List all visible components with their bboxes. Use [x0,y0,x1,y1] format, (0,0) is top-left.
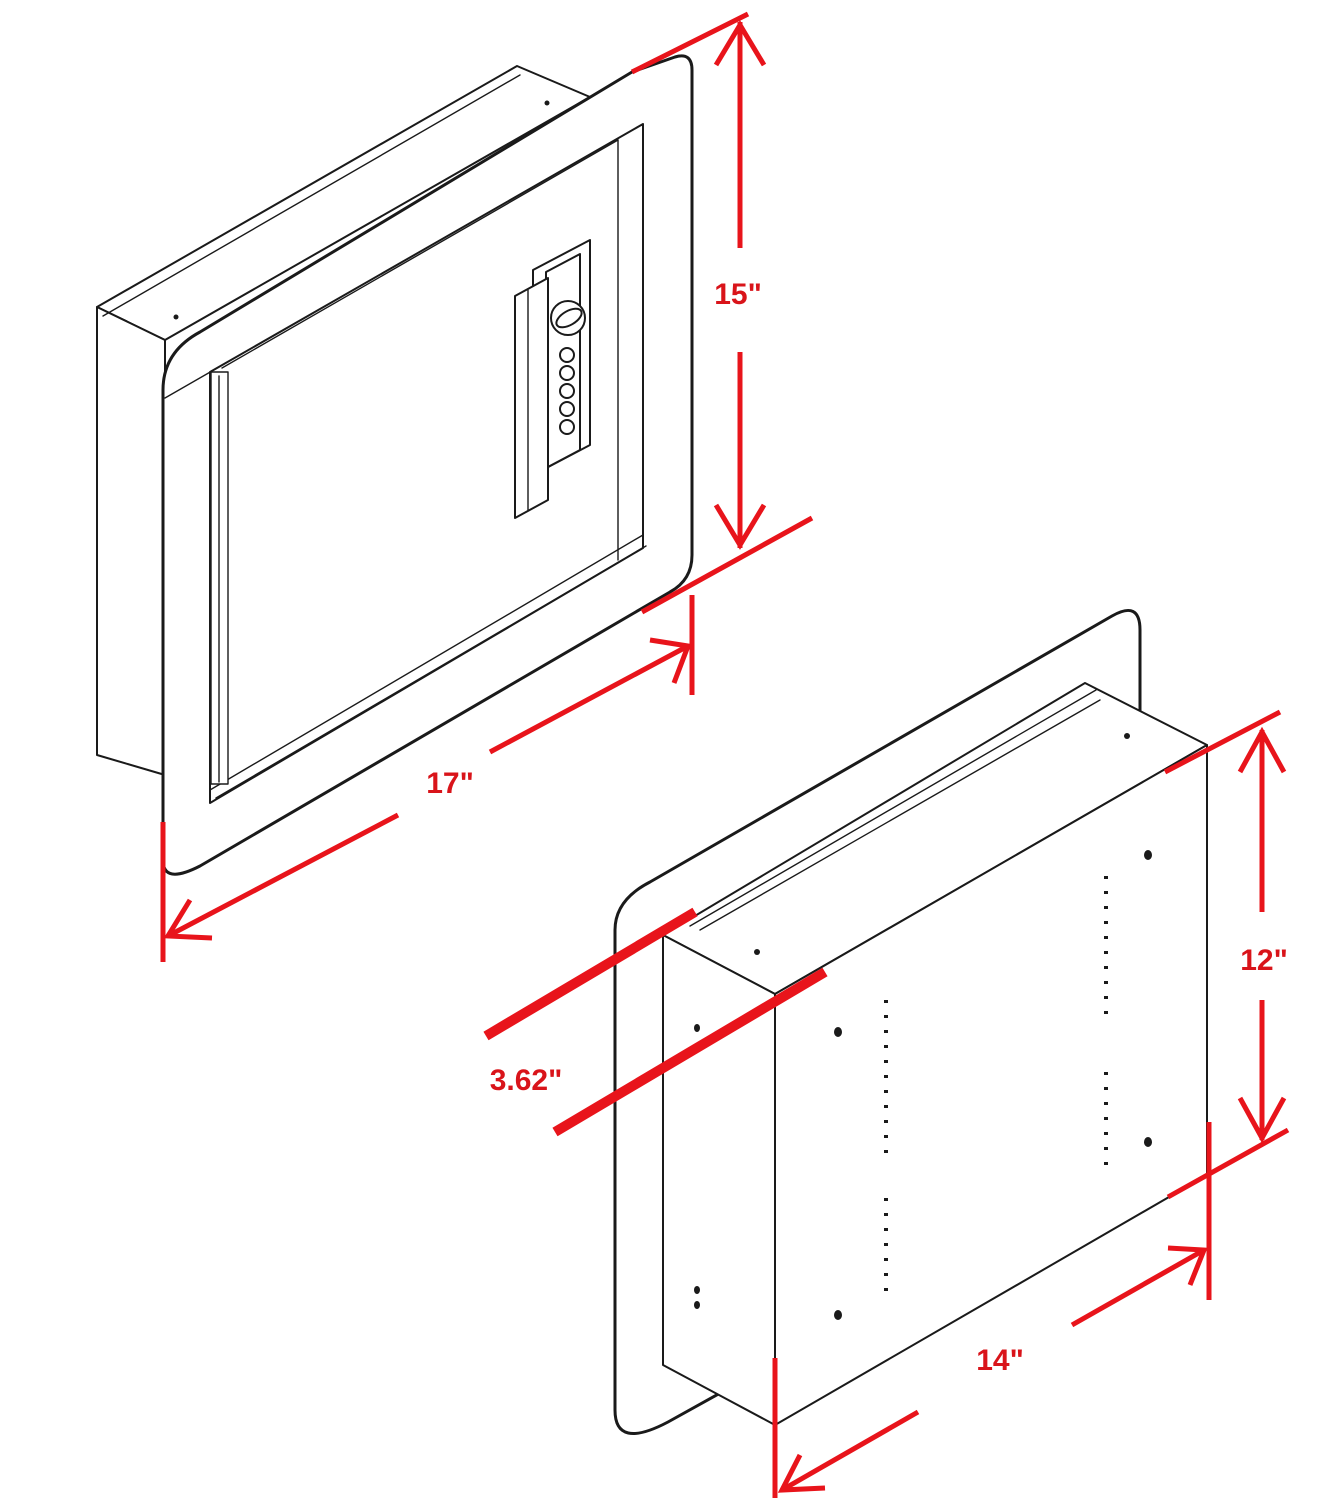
front-width-dimension: 17" [160,595,695,962]
back-view-safe [613,608,1208,1436]
front-keypad-lock [514,239,591,519]
front-view-safe [96,54,694,876]
back-width-label: 14" [976,1344,1024,1377]
front-box-body [96,65,591,776]
back-depth-dimension: 3.62" [483,907,828,1137]
back-height-dimension: 12" [1163,709,1290,1200]
back-width-dimension: 14" [772,1122,1212,1498]
front-hinge [210,371,229,785]
front-height-dimension: 15" [630,11,814,615]
back-height-label: 12" [1240,944,1288,977]
front-height-label: 15" [714,278,762,311]
back-depth-label: 3.62" [490,1064,563,1097]
back-perforations [694,733,1152,1320]
front-width-label: 17" [426,767,474,800]
